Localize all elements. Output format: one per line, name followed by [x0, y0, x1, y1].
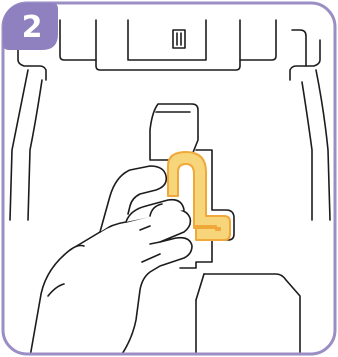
housing-top-frame — [18, 20, 320, 80]
housing-lower-block — [196, 274, 300, 357]
slot-icon — [173, 30, 185, 48]
step-number: 2 — [5, 8, 59, 48]
